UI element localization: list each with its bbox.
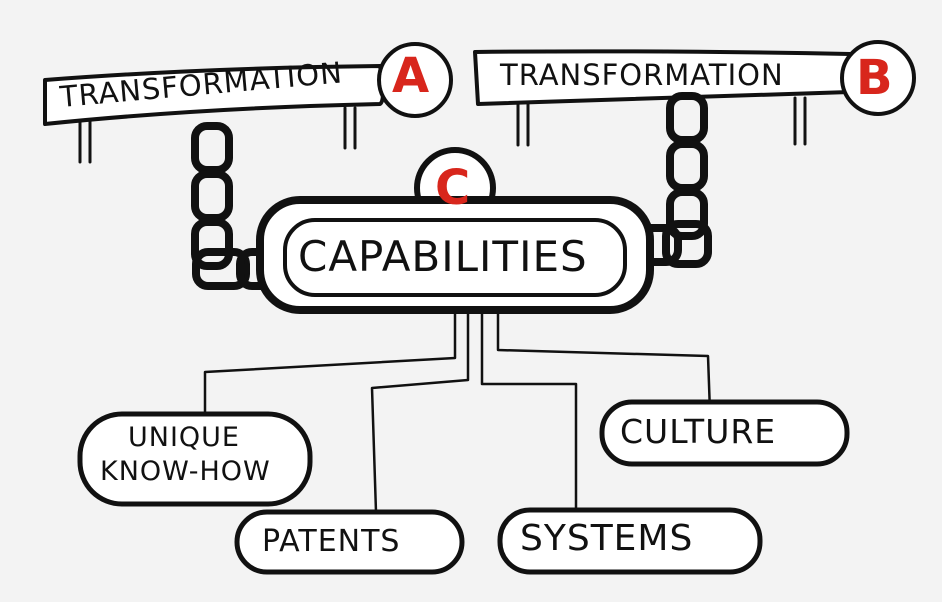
- node-box-unique-know-how: [77, 411, 313, 507]
- node-unique-line1: UNIQUE: [128, 422, 240, 453]
- banner-b-posts: [516, 96, 807, 147]
- node-box-culture: [599, 399, 850, 467]
- connector-lines: [203, 298, 712, 514]
- node-culture: CULTURE: [620, 412, 777, 451]
- banner-a-letter: A: [392, 48, 430, 104]
- banner-b: [473, 40, 916, 116]
- node-box-systems: [497, 507, 763, 575]
- capabilities-hub: [256, 147, 654, 314]
- banner-a-posts: [78, 106, 357, 164]
- node-systems: SYSTEMS: [520, 518, 694, 559]
- hub-letter: C: [435, 160, 471, 216]
- banner-a: [43, 42, 453, 126]
- chain-right: [628, 92, 712, 268]
- banner-b-letter: B: [856, 50, 893, 106]
- hub-label: CAPABILITIES: [298, 232, 588, 281]
- node-box-patents: [234, 509, 465, 575]
- node-patents: PATENTS: [262, 524, 401, 559]
- banner-b-label: TRANSFORMATION: [500, 58, 784, 92]
- node-unique-line2: KNOW-HOW: [100, 456, 271, 487]
